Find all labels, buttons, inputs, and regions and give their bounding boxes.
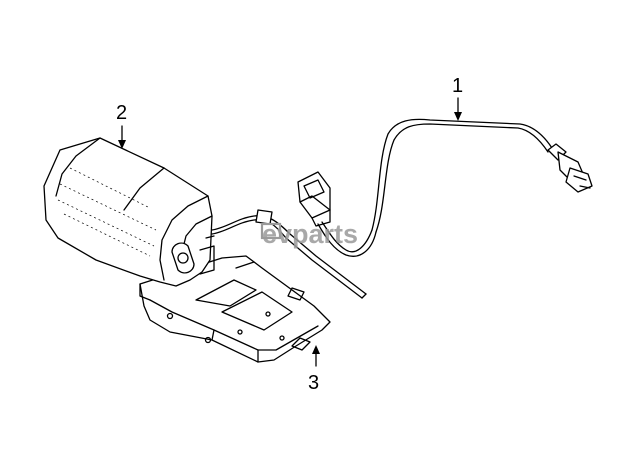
callout-arrow-2 — [118, 125, 126, 149]
callout-label-2: 2 — [116, 102, 127, 124]
canister-housing — [43, 137, 215, 287]
watermark-logo: evparts — [260, 219, 358, 249]
sensor-wire — [211, 118, 593, 299]
callout-arrow-3 — [312, 345, 320, 367]
callout-label-3: 3 — [308, 372, 319, 394]
callout-arrow-1 — [454, 97, 462, 121]
callout-label-1: 1 — [452, 75, 463, 97]
mounting-bracket — [139, 255, 331, 363]
watermark-text: evparts — [262, 219, 358, 249]
